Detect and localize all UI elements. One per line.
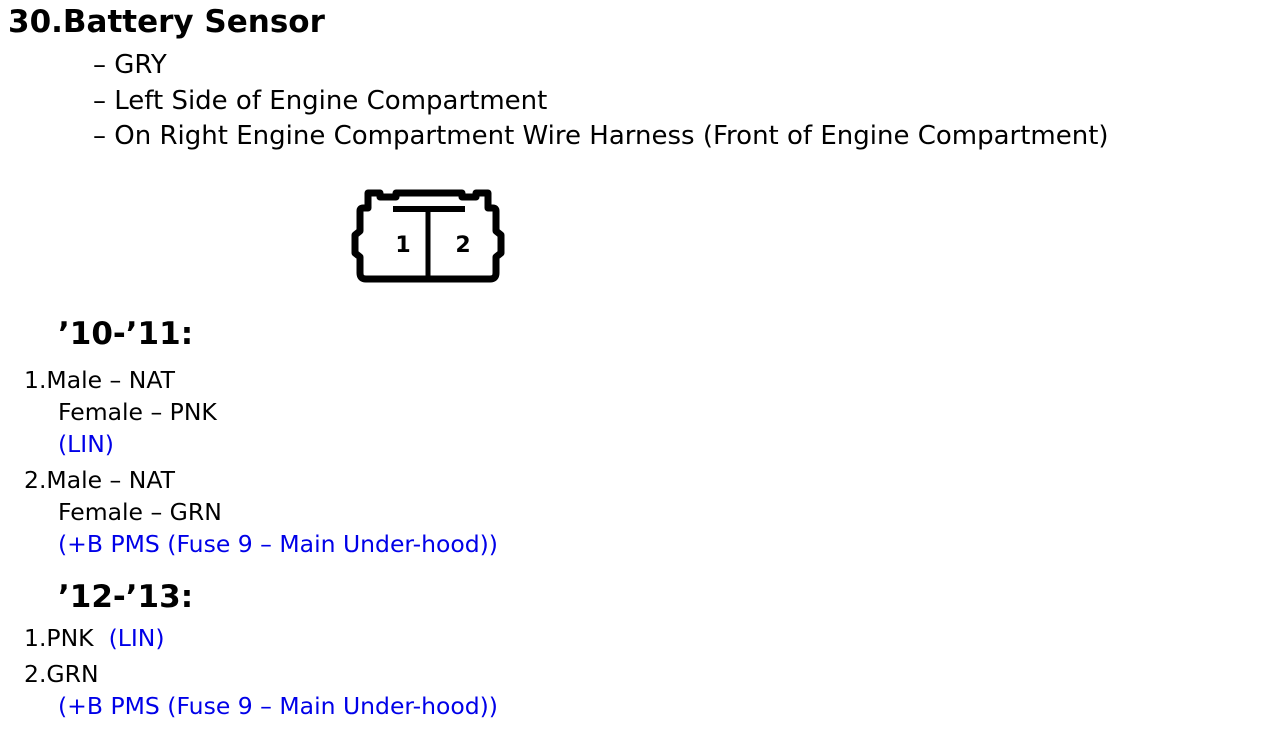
pin-male-wire: Male – NAT bbox=[46, 466, 175, 494]
info-color: – GRY bbox=[93, 50, 167, 80]
page-title: 30.Battery Sensor bbox=[8, 4, 325, 40]
pin-wire-color: PNK bbox=[46, 624, 94, 652]
pin-number: 1. bbox=[24, 366, 47, 394]
connector-diagram: 1 2 bbox=[351, 189, 505, 283]
pin-wire-color: GRN bbox=[46, 660, 99, 688]
pin-number: 2. bbox=[24, 466, 47, 494]
pin-number: 2. bbox=[24, 660, 47, 688]
pin-female-wire: Female – PNK bbox=[58, 398, 217, 426]
pin-function: (+B PMS (Fuse 9 – Main Under-hood)) bbox=[58, 692, 498, 720]
pin-row: 1.Male – NAT bbox=[24, 365, 175, 395]
pin-row: 2.Male – NAT bbox=[24, 465, 175, 495]
section-heading-12-13: ’12-’13: bbox=[58, 579, 194, 615]
connector-pin-1-label: 1 bbox=[395, 233, 410, 258]
pin-function: (LIN) bbox=[108, 624, 165, 652]
pin-function: (+B PMS (Fuse 9 – Main Under-hood)) bbox=[58, 530, 498, 558]
section-heading-10-11: ’10-’11: bbox=[58, 316, 194, 352]
info-harness: – On Right Engine Compartment Wire Harne… bbox=[93, 121, 1109, 151]
connector-outline bbox=[351, 189, 505, 283]
pin-male-wire: Male – NAT bbox=[46, 366, 175, 394]
info-location: – Left Side of Engine Compartment bbox=[93, 85, 548, 116]
pin-row: 2.GRN bbox=[24, 659, 99, 689]
pin-row: 1.PNK (LIN) bbox=[24, 623, 165, 653]
pin-number: 1. bbox=[24, 624, 47, 652]
pin-function: (LIN) bbox=[58, 430, 114, 458]
connector-pin-2-label: 2 bbox=[455, 233, 470, 258]
pin-female-wire: Female – GRN bbox=[58, 498, 222, 526]
connector-info-list: – GRY – Left Side of Engine Compartment … bbox=[93, 48, 1109, 155]
